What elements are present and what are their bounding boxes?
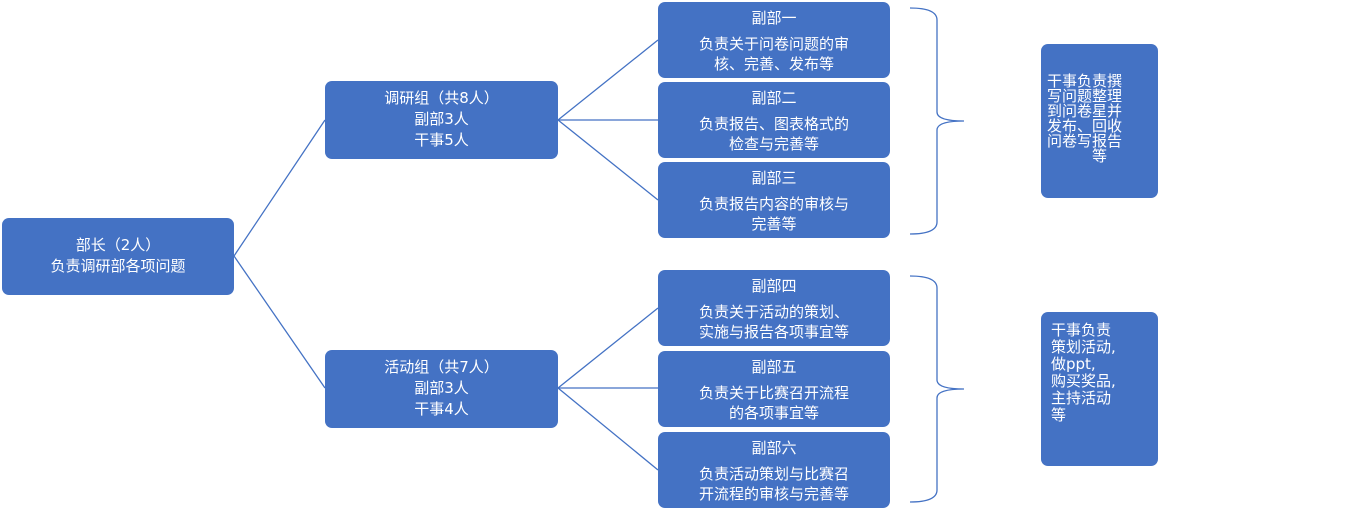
group-box-research: 调研组（共8人） 副部3人 干事5人: [325, 81, 558, 159]
deputy-duty-line: 负责报告、图表格式的: [698, 115, 849, 133]
group-deputy-count: 副部3人: [414, 379, 469, 397]
deputy-box-2: 副部二 负责报告、图表格式的 检查与完善等: [658, 82, 890, 158]
deputy-title: 副部二: [751, 89, 797, 107]
deputy-box-4: 副部四 负责关于活动的策划、 实施与报告各项事宜等: [658, 270, 890, 346]
group-staff-count: 干事5人: [414, 131, 469, 149]
deputy-box-3: 副部三 负责报告内容的审核与 完善等: [658, 162, 890, 238]
deputy-duty-line: 负责关于问卷问题的审: [698, 35, 849, 53]
note-line: 等: [1051, 406, 1067, 424]
deputy-box-6: 副部六 负责活动策划与比赛召 开流程的审核与完善等: [658, 432, 890, 508]
deputy-duty-line: 负责关于活动的策划、: [698, 303, 849, 321]
group-deputy-count: 副部3人: [414, 110, 469, 128]
staff-note-research: 干事负责撰 写问题整理 到问卷星并 发布、回收 问卷写报告 等: [1041, 44, 1158, 198]
note-line: 主持活动: [1051, 389, 1112, 407]
note-line: 到问卷星并: [1047, 102, 1123, 120]
note-line: 发布、回收: [1047, 117, 1123, 135]
note-line: 干事负责撰: [1047, 72, 1123, 90]
group-name: 调研组（共8人）: [384, 89, 499, 107]
deputy-duty-line: 检查与完善等: [728, 135, 819, 153]
deputy-duty-line: 开流程的审核与完善等: [698, 485, 849, 503]
deputy-duty-line: 完善等: [751, 215, 797, 233]
chief-title: 部长（2人）: [75, 236, 161, 254]
deputy-box-5: 副部五 负责关于比赛召开流程 的各项事宜等: [658, 351, 890, 427]
chief-box: 部长（2人） 负责调研部各项问题: [2, 218, 234, 295]
note-line: 干事负责: [1051, 321, 1112, 339]
deputy-title: 副部一: [751, 9, 797, 27]
note-line: 购买奖品,: [1051, 372, 1116, 390]
note-line: 策划活动,: [1051, 338, 1116, 356]
connector-research-deputy-1: [557, 39, 659, 121]
deputy-title: 副部五: [751, 358, 797, 376]
deputy-title: 副部三: [751, 169, 797, 187]
group-staff-count: 干事4人: [414, 400, 469, 418]
chief-duty: 负责调研部各项问题: [50, 257, 186, 275]
connector-activity-deputy-4: [557, 307, 659, 389]
note-line: 写问题整理: [1047, 87, 1123, 105]
deputy-duty-line: 负责报告内容的审核与: [698, 195, 849, 213]
right-brace-research: [909, 7, 965, 235]
deputy-duty-line: 核、完善、发布等: [713, 55, 834, 73]
deputy-title: 副部六: [751, 439, 797, 457]
connector-activity-deputy-6: [557, 387, 659, 471]
connector-chief-activity: [233, 255, 326, 389]
connector-chief-research: [233, 119, 326, 257]
deputy-duty-line: 负责活动策划与比赛召: [698, 465, 849, 483]
deputy-box-1: 副部一 负责关于问卷问题的审 核、完善、发布等: [658, 2, 890, 78]
deputy-duty-line: 实施与报告各项事宜等: [698, 323, 849, 341]
group-box-activity: 活动组（共7人） 副部3人 干事4人: [325, 350, 558, 428]
connector-research-deputy-3: [557, 119, 659, 201]
deputy-title: 副部四: [751, 277, 797, 295]
group-name: 活动组（共7人）: [384, 358, 499, 376]
staff-note-activity: 干事负责 策划活动, 做ppt, 购买奖品, 主持活动 等: [1041, 312, 1158, 466]
note-line: 做ppt,: [1051, 355, 1096, 373]
note-line: 等: [1091, 147, 1107, 165]
deputy-duty-line: 负责关于比赛召开流程: [698, 384, 849, 402]
note-line: 问卷写报告: [1047, 132, 1123, 150]
right-brace-activity: [909, 275, 965, 503]
deputy-duty-line: 的各项事宜等: [728, 404, 819, 422]
